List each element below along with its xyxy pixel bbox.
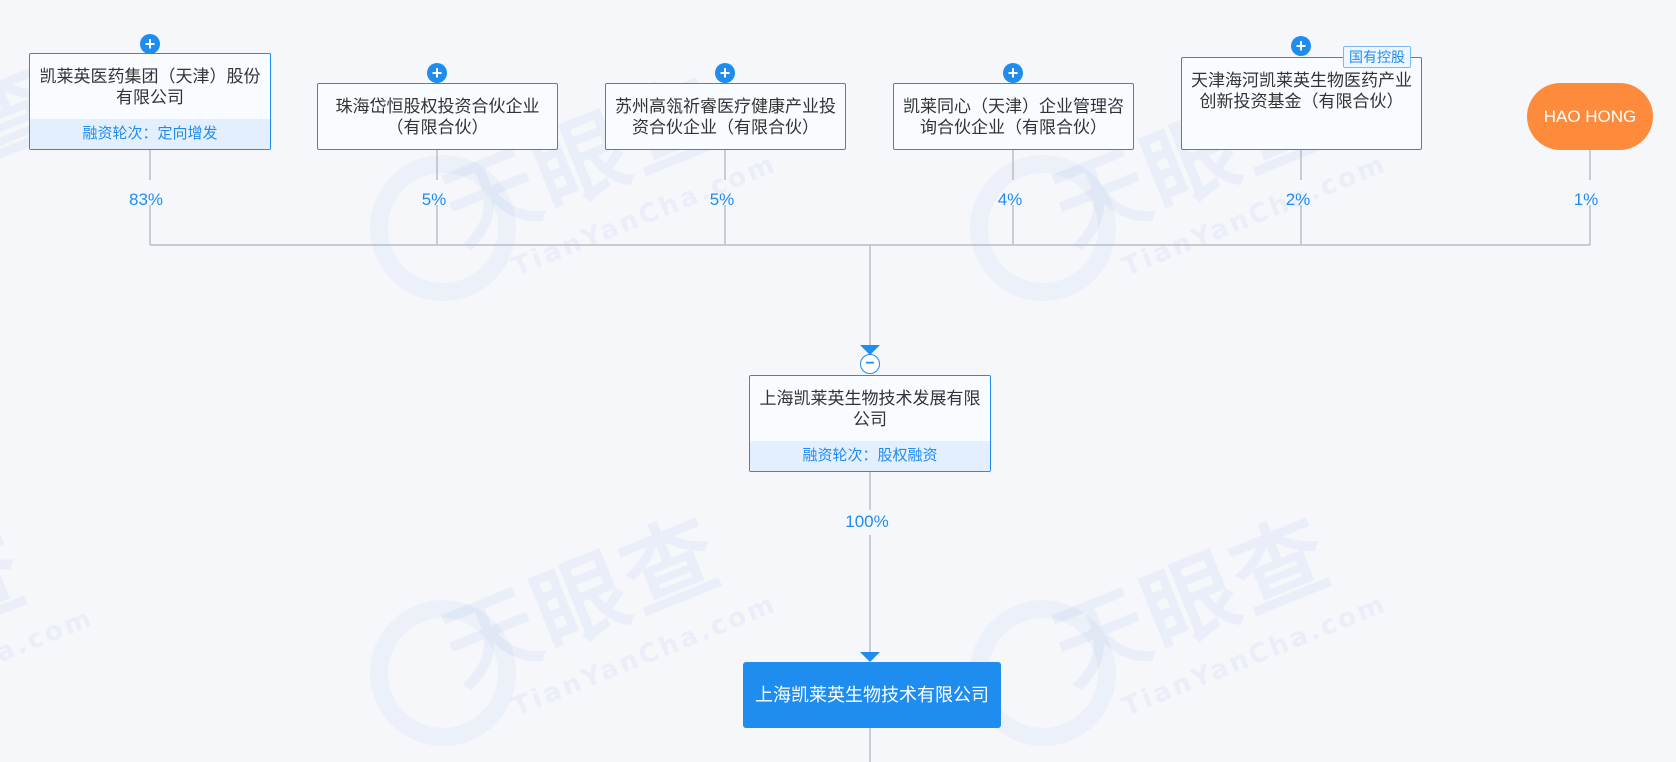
share-percent: 5% [709, 190, 735, 209]
expand-plus-icon[interactable]: + [1003, 63, 1023, 83]
subsidiary-node[interactable]: 上海凯莱英生物技术有限公司 [743, 662, 1001, 728]
shareholder-name: 凯莱英医药集团（天津）股份有限公司 [39, 67, 261, 107]
share-percent: 83% [128, 190, 164, 209]
shareholder-node[interactable]: 凯莱同心（天津）企业管理咨询合伙企业（有限合伙） [893, 83, 1134, 150]
expand-plus-icon[interactable]: + [140, 34, 160, 54]
shareholder-name: 凯莱同心（天津）企业管理咨询合伙企业（有限合伙） [903, 97, 1124, 137]
company-name: 上海凯莱英生物技术发展有限公司 [759, 389, 981, 429]
shareholder-name: HAO HONG [1543, 107, 1637, 126]
shareholder-node[interactable]: 天津海河凯莱英生物医药产业创新投资基金（有限合伙） [1181, 57, 1422, 150]
subsidiary-name: 上海凯莱英生物技术有限公司 [755, 685, 989, 705]
share-percent: 1% [1573, 190, 1599, 209]
shareholder-name: 珠海岱恒股权投资合伙企业（有限合伙） [335, 97, 540, 137]
person-shareholder-node[interactable]: HAO HONG [1527, 83, 1653, 150]
state-owned-tag: 国有控股 [1343, 46, 1411, 68]
collapse-minus-icon[interactable]: − [860, 354, 880, 374]
expand-plus-icon[interactable]: + [427, 63, 447, 83]
expand-plus-icon[interactable]: + [715, 63, 735, 83]
company-node[interactable]: 上海凯莱英生物技术发展有限公司 融资轮次：股权融资 [749, 375, 991, 472]
subsidiary-percent: 100% [845, 512, 889, 531]
shareholder-name: 苏州高瓴祈睿医疗健康产业投资合伙企业（有限合伙） [615, 97, 836, 137]
shareholder-node[interactable]: 珠海岱恒股权投资合伙企业（有限合伙） [317, 83, 558, 150]
financing-round-label: 融资轮次：定向增发 [30, 119, 270, 149]
share-percent: 4% [997, 190, 1023, 209]
shareholder-node[interactable]: 凯莱英医药集团（天津）股份有限公司 融资轮次：定向增发 [29, 53, 271, 150]
share-percent: 2% [1285, 190, 1311, 209]
shareholder-name: 天津海河凯莱英生物医药产业创新投资基金（有限合伙） [1191, 71, 1412, 111]
shareholder-node[interactable]: 苏州高瓴祈睿医疗健康产业投资合伙企业（有限合伙） [605, 83, 846, 150]
expand-plus-icon[interactable]: + [1291, 36, 1311, 56]
share-percent: 5% [421, 190, 447, 209]
financing-round-label: 融资轮次：股权融资 [750, 441, 990, 471]
